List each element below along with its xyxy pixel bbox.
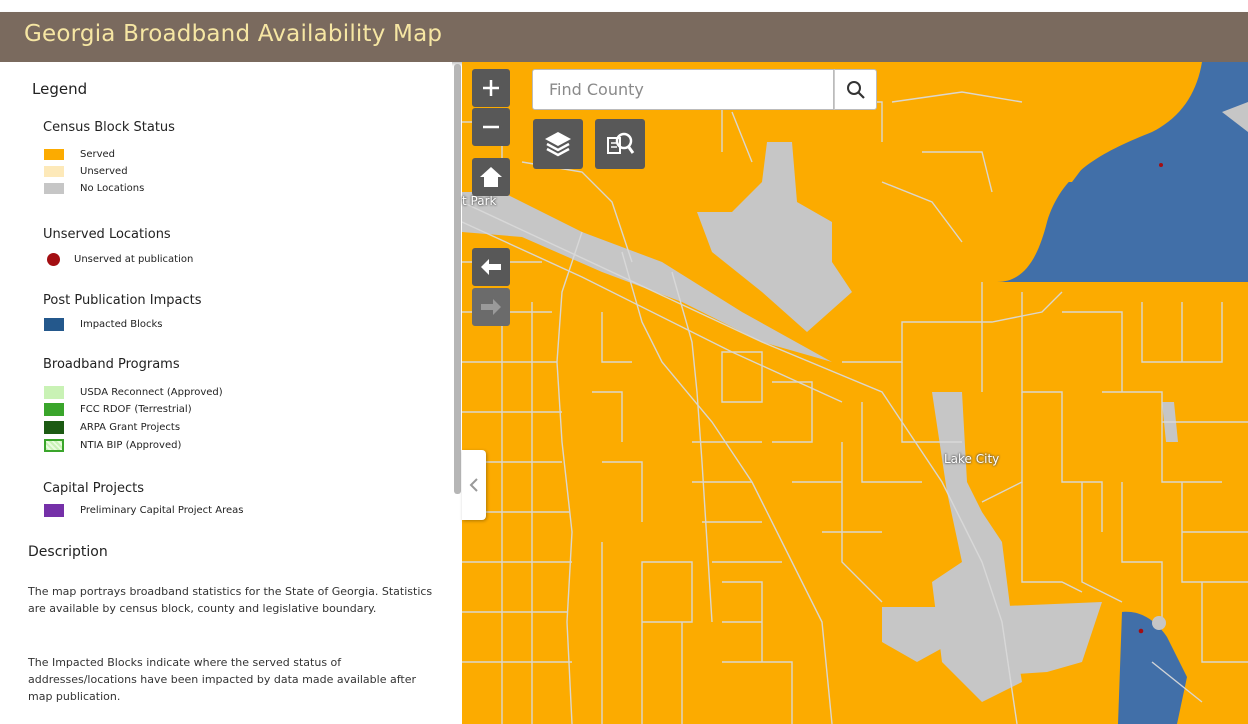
- legend-item-no-locations: No Locations: [44, 181, 144, 196]
- search-button[interactable]: [834, 69, 877, 110]
- zoom-out-button[interactable]: [472, 108, 510, 146]
- legend-item-ntia: NTIA BIP (Approved): [44, 438, 181, 453]
- zoom-in-button[interactable]: [472, 69, 510, 107]
- impacted-swatch: [44, 318, 64, 331]
- map-label-park: t Park: [462, 194, 497, 208]
- capital-section-title: Capital Projects: [43, 481, 144, 496]
- description-title: Description: [28, 544, 108, 560]
- no-locations-swatch: [44, 183, 64, 194]
- census-section-title: Census Block Status: [43, 120, 175, 135]
- map-view[interactable]: [462, 62, 1248, 724]
- unserved-swatch: [44, 166, 64, 177]
- arrow-left-icon: [481, 259, 501, 275]
- legend-item-unserved-publication: Unserved at publication: [44, 252, 193, 267]
- legend-item-rdof: FCC RDOF (Terrestrial): [44, 402, 192, 417]
- unserved-section-title: Unserved Locations: [43, 227, 171, 242]
- back-extent-button[interactable]: [472, 248, 510, 286]
- legend-item-served: Served: [44, 147, 115, 162]
- usda-swatch: [44, 386, 64, 399]
- post-section-title: Post Publication Impacts: [43, 293, 202, 308]
- map-canvas: [462, 62, 1248, 724]
- legend-item-capital: Preliminary Capital Project Areas: [44, 503, 244, 518]
- find-county-input[interactable]: [547, 70, 821, 109]
- legend-title: Legend: [32, 80, 88, 98]
- collapse-panel-button[interactable]: [462, 450, 486, 520]
- chevron-left-icon: [469, 478, 478, 492]
- unserved-dot-icon: [47, 253, 60, 266]
- legend-item-usda: USDA Reconnect (Approved): [44, 385, 223, 400]
- app-header: Georgia Broadband Availability Map: [0, 12, 1248, 62]
- app-title: Georgia Broadband Availability Map: [24, 21, 443, 47]
- arrow-right-icon: [481, 299, 501, 315]
- legend-scrollbar[interactable]: [454, 64, 461, 494]
- legend-panel: [0, 62, 452, 724]
- programs-section-title: Broadband Programs: [43, 357, 180, 372]
- legend-item-unserved: Unserved: [44, 164, 128, 179]
- arpa-swatch: [44, 421, 64, 434]
- query-button[interactable]: [595, 119, 645, 169]
- legend-item-impacted: Impacted Blocks: [44, 317, 163, 332]
- ntia-swatch: [44, 439, 64, 452]
- top-margin: [0, 0, 1248, 12]
- forward-extent-button[interactable]: [472, 288, 510, 326]
- minus-icon: [483, 125, 499, 129]
- home-button[interactable]: [472, 158, 510, 196]
- map-label-lake-city: Lake City: [944, 452, 1000, 466]
- description-paragraph-2: The Impacted Blocks indicate where the s…: [28, 656, 417, 703]
- served-swatch: [44, 149, 64, 160]
- find-county-search: [532, 69, 834, 110]
- capital-swatch: [44, 504, 64, 517]
- layers-button[interactable]: [533, 119, 583, 169]
- description-paragraph-1: The map portrays broadband statistics fo…: [28, 585, 433, 615]
- plus-icon: [483, 80, 499, 96]
- query-icon: [607, 132, 635, 154]
- layers-icon: [545, 132, 571, 157]
- search-icon: [846, 80, 865, 99]
- legend-item-arpa: ARPA Grant Projects: [44, 420, 180, 435]
- home-icon: [480, 167, 502, 187]
- rdof-swatch: [44, 403, 64, 416]
